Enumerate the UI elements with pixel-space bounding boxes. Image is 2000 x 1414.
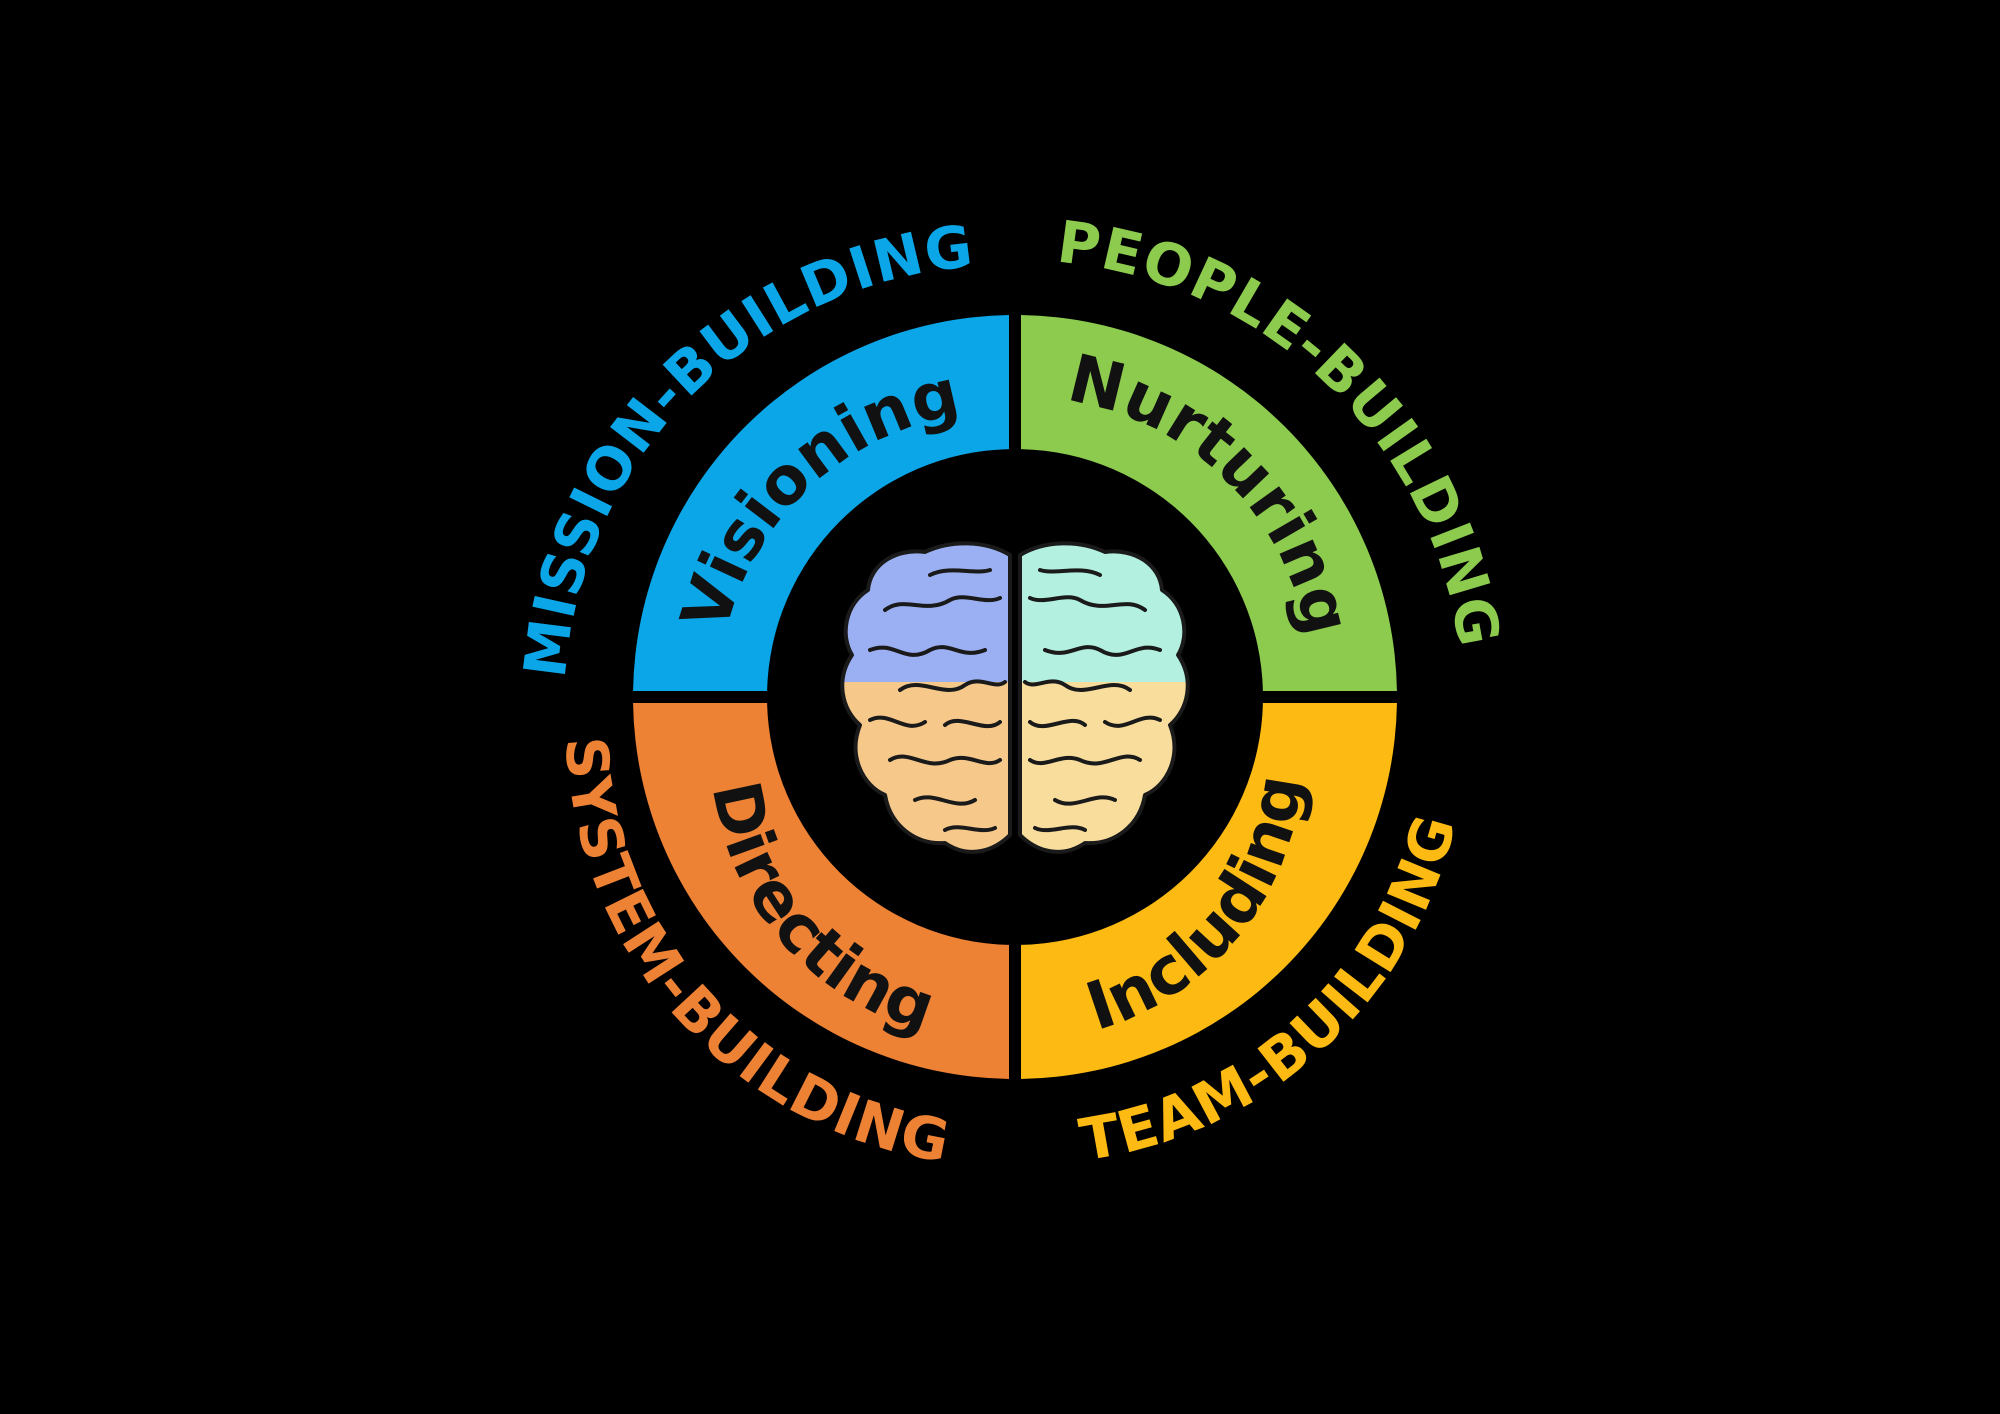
quadrant-segment-visioning	[633, 315, 1010, 692]
ring	[633, 315, 1397, 1079]
quadrant-segment-directing	[633, 702, 1010, 1079]
quadrant-segment-nurturing	[1020, 315, 1397, 692]
brain-icon	[840, 541, 1190, 854]
quadrant-segment-including	[1020, 702, 1397, 1079]
